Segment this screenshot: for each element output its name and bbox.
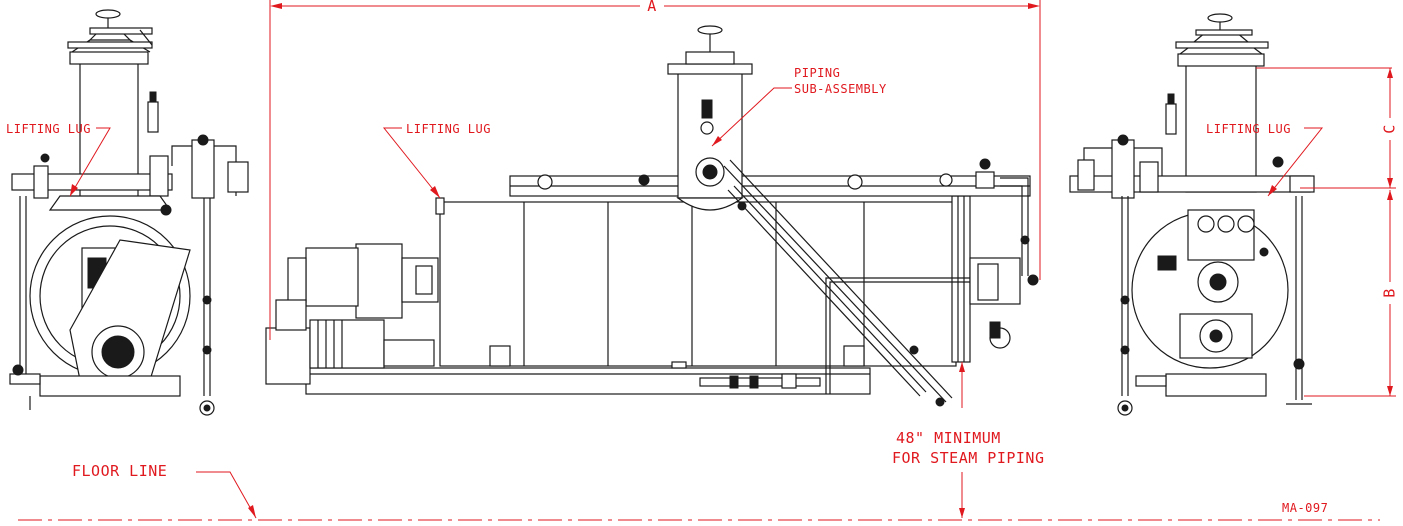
lifting-lug-center-label: LIFTING LUG: [406, 122, 491, 136]
steam-piping-label-line2: FOR STEAM PIPING: [892, 449, 1045, 467]
dimension-b-label: B: [1381, 288, 1399, 298]
lifting-lug-left-label: LIFTING LUG: [6, 122, 91, 136]
drawing-number: MA-097: [1282, 501, 1328, 515]
center-side-view: [265, 25, 1039, 407]
right-end-view: [1069, 13, 1315, 416]
dimension-c-label: C: [1381, 124, 1399, 134]
left-end-view: [9, 9, 249, 416]
floor-line-label: FLOOR LINE: [72, 462, 167, 480]
steam-piping-label-line1: 48" MINIMUM: [896, 429, 1001, 447]
piping-label-line1: PIPING: [794, 66, 840, 80]
piping-label-line2: SUB-ASSEMBLY: [794, 82, 887, 96]
annotations: A C B LIFTING LUG LIFTING LUG LIFTING LU…: [6, 0, 1399, 521]
lifting-lug-right-label: LIFTING LUG: [1206, 122, 1291, 136]
dimension-a-label: A: [647, 0, 657, 15]
